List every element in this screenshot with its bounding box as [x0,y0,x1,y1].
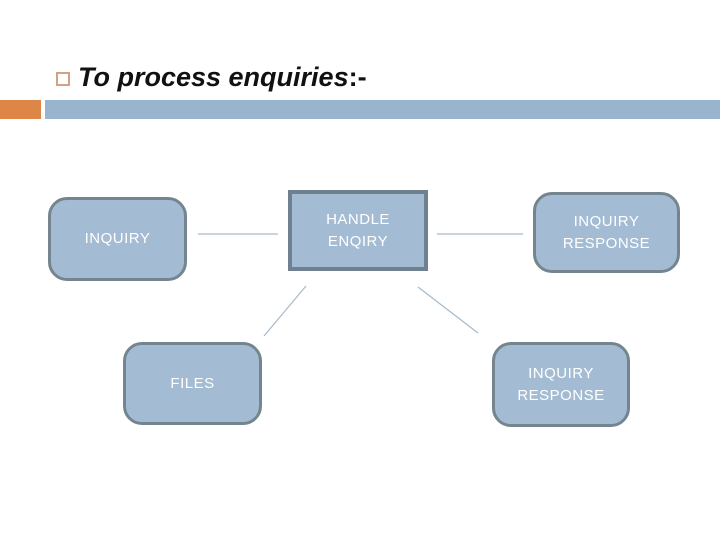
node-label: INQUIRY RESPONSE [562,212,651,252]
connector-handle-to-response-bottom [417,286,479,334]
accent-bar-blue [45,100,720,119]
node-label: INQUIRY [84,230,151,247]
title-bullet-icon [56,72,70,86]
node-label: INQUIRY RESPONSE [517,364,605,404]
diagram-node-files: FILES [123,342,262,425]
accent-bar-orange [0,100,41,119]
node-label: FILES [170,374,215,392]
node-label: HANDLE ENQIRY [326,210,390,250]
diagram-node-handle-enqiry: HANDLE ENQIRY [288,190,428,271]
page-title: To process enquiries:- [78,58,367,96]
diagram-node-inquiry-response-top: INQUIRY RESPONSE [533,192,680,273]
diagram-node-inquiry: INQUIRY [48,197,187,281]
page-title-suffix: :- [348,62,367,92]
connector-handle-to-files [263,285,307,337]
page-title-text: To process enquiries [78,62,349,92]
diagram-node-inquiry-response-bottom: INQUIRY RESPONSE [492,342,630,427]
